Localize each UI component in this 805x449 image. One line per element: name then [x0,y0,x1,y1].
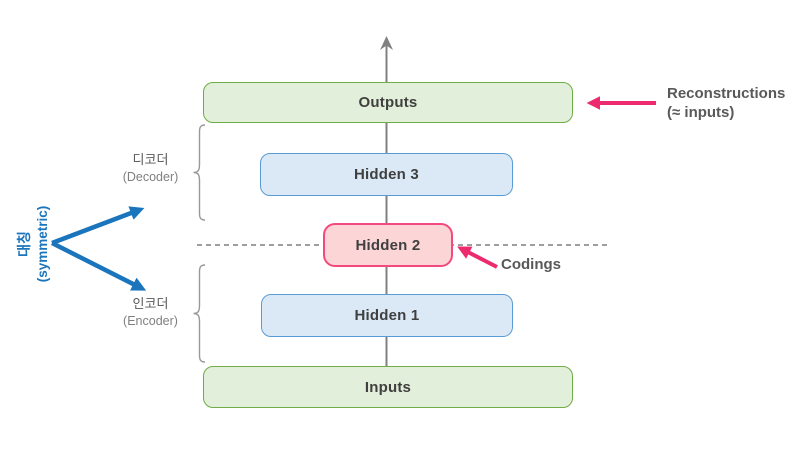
node-hidden1-label: Hidden 1 [354,307,420,324]
reconstructions-label-line2: (≈ inputs) [667,103,735,121]
encoder-label: 인코더 (Encoder) [103,296,198,329]
decoder-label-english: (Decoder) [122,169,179,184]
flow-arrowhead-icon [380,36,393,50]
node-hidden3: Hidden 3 [260,153,513,196]
decoder-brace [193,124,206,221]
encoder-brace [193,264,206,363]
encoder-label-korean: 인코더 [132,296,169,311]
symmetric-label-korean: 대칭 [16,231,32,257]
codings-label: Codings [501,256,561,275]
node-hidden1: Hidden 1 [261,294,513,337]
node-inputs: Inputs [203,366,573,408]
node-hidden3-label: Hidden 3 [354,166,419,183]
symmetric-label: 대칭 (symmetric) [15,189,55,299]
decoder-label: 디코더 (Decoder) [103,152,198,185]
node-hidden2-label: Hidden 2 [355,236,421,254]
node-hidden2-codings: Hidden 2 [323,223,453,267]
encoder-label-english: (Encoder) [123,313,178,328]
node-inputs-label: Inputs [364,378,412,396]
node-outputs-label: Outputs [358,94,418,111]
reconstructions-label: Reconstructions (≈ inputs) [667,85,785,123]
symmetric-label-english: (symmetric) [34,205,50,283]
node-outputs: Outputs [203,82,573,123]
reconstructions-label-line1: Reconstructions [667,85,786,102]
codings-label-text: Codings [501,256,561,273]
decoder-label-korean: 디코더 [132,152,169,167]
